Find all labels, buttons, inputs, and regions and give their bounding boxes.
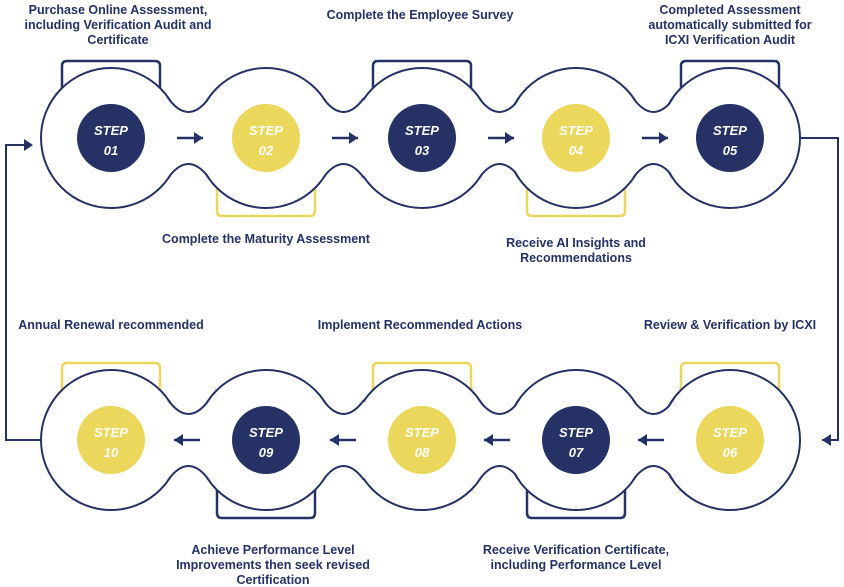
step-tab <box>215 480 317 520</box>
step-label-08: Implement Recommended Actions <box>317 318 523 332</box>
step-badge-03 <box>388 104 456 172</box>
ring-connector-outline <box>478 97 521 179</box>
step-label-02: Complete the Maturity Assessment <box>162 232 370 246</box>
arrow-head-icon <box>194 132 203 144</box>
step-label-01: Purchase Online Assessment, including Ve… <box>24 3 212 47</box>
arrow-head-icon <box>174 434 183 446</box>
step-tab <box>60 361 162 400</box>
arrow-head-icon <box>659 132 668 144</box>
step-label-03: Complete the Employee Survey <box>326 8 514 22</box>
step-number: 10 <box>104 445 119 460</box>
arrow-head-icon <box>638 434 647 446</box>
arrow-head-icon <box>330 434 339 446</box>
step-number: 03 <box>415 143 430 158</box>
step-label-04: Receive AI Insights and Recommendations <box>506 236 646 265</box>
step-word: STEP <box>249 123 283 138</box>
step-label-06: Review & Verification by ICXI <box>643 318 817 332</box>
step-label-07: Receive Verification Certificate, includ… <box>482 543 670 572</box>
arrow-head-icon <box>349 132 358 144</box>
loop-line-left <box>5 144 42 441</box>
ring-connector-outline <box>632 97 675 179</box>
step-badge-01 <box>77 104 145 172</box>
step-tab <box>371 361 473 400</box>
ring-connector-outline <box>167 97 210 179</box>
arrow-head-icon <box>484 434 493 446</box>
step-tab <box>215 178 317 218</box>
step-number: 08 <box>415 445 430 460</box>
arrow-head-icon <box>505 132 514 144</box>
step-number: 06 <box>723 445 738 460</box>
step-number: 02 <box>259 143 274 158</box>
step-word: STEP <box>94 425 128 440</box>
step-tab <box>525 178 627 218</box>
loop-line-right <box>800 137 839 441</box>
step-word: STEP <box>405 425 439 440</box>
step-word: STEP <box>559 425 593 440</box>
step-label-05: Completed Assessment automatically submi… <box>648 3 812 47</box>
step-word: STEP <box>249 425 283 440</box>
ring-connector-outline <box>322 399 365 481</box>
step-word: STEP <box>713 123 747 138</box>
ring-connector-outline <box>322 97 365 179</box>
step-badge-04 <box>542 104 610 172</box>
step-number: 09 <box>259 445 274 460</box>
step-number: 07 <box>569 445 584 460</box>
ring-connector-outline <box>167 399 210 481</box>
step-badge-02 <box>232 104 300 172</box>
arrow-head-icon <box>822 434 831 446</box>
step-badge-07 <box>542 406 610 474</box>
step-word: STEP <box>713 425 747 440</box>
step-word: STEP <box>94 123 128 138</box>
step-tab <box>679 59 781 98</box>
step-badge-09 <box>232 406 300 474</box>
ring-connector-outline <box>632 399 675 481</box>
step-word: STEP <box>559 123 593 138</box>
ring-connector-outline <box>478 399 521 481</box>
step-badge-08 <box>388 406 456 474</box>
step-label-10: Annual Renewal recommended <box>18 318 204 332</box>
step-badge-06 <box>696 406 764 474</box>
step-badge-05 <box>696 104 764 172</box>
step-number: 04 <box>569 143 584 158</box>
step-tab <box>525 480 627 520</box>
step-number: 01 <box>104 143 118 158</box>
arrow-head-icon <box>24 139 33 151</box>
step-tab <box>371 59 473 98</box>
step-tab <box>60 59 162 98</box>
step-label-09: Achieve Performance Level Improvements t… <box>176 543 370 587</box>
step-tab <box>679 361 781 400</box>
step-number: 05 <box>723 143 738 158</box>
step-badge-10 <box>77 406 145 474</box>
step-word: STEP <box>405 123 439 138</box>
